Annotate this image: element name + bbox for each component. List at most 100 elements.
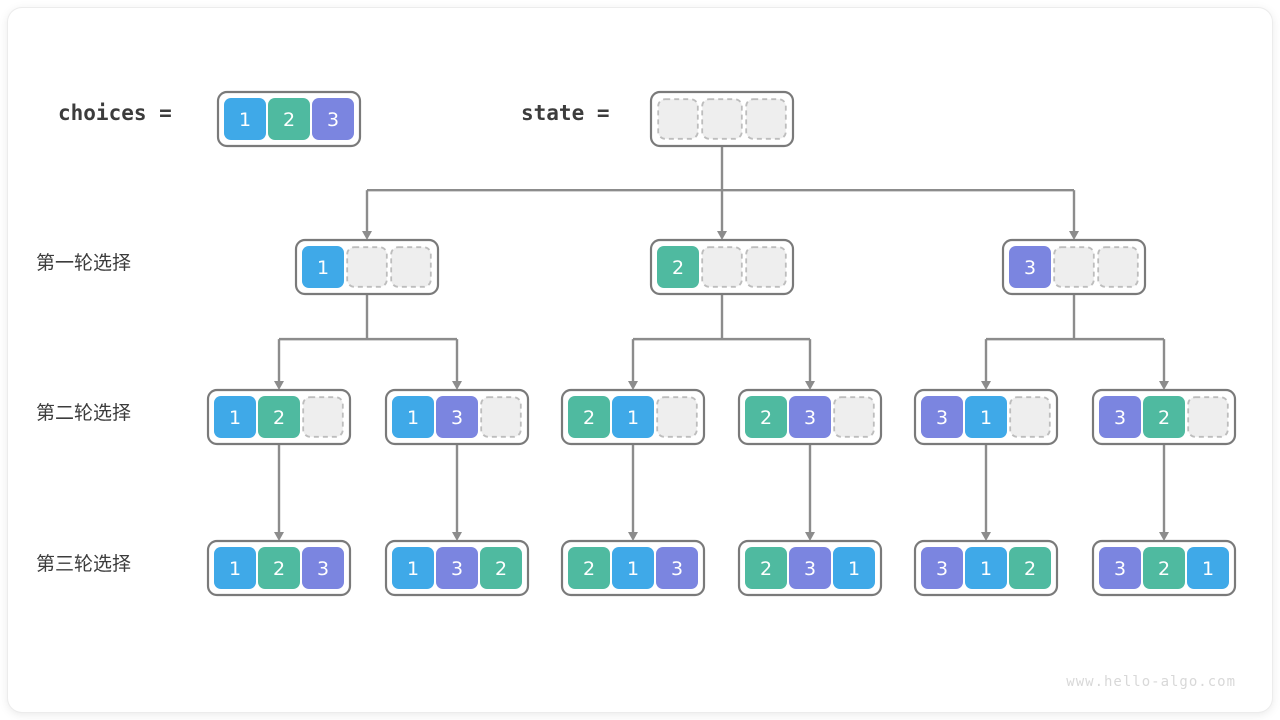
arrow-head xyxy=(452,381,462,390)
array-container xyxy=(384,388,530,446)
arrow-head xyxy=(274,532,284,541)
array-cell-value: 3 xyxy=(451,558,463,580)
array-cell-value: 3 xyxy=(1024,257,1036,279)
arrow-head xyxy=(805,532,815,541)
array-cell-value: 2 xyxy=(583,407,595,429)
array-cell-empty xyxy=(657,98,699,140)
array-cell-value: 1 xyxy=(980,558,992,580)
array-cell-filled xyxy=(258,396,300,438)
array-cell-value: 1 xyxy=(407,407,419,429)
edges-layer xyxy=(274,146,1169,541)
array-container xyxy=(737,388,883,446)
row-label-round-2: 第二轮选择 xyxy=(36,402,131,424)
array-cell-filled xyxy=(312,98,354,140)
array-cell-value: 2 xyxy=(672,257,684,279)
array-cell-value: 2 xyxy=(495,558,507,580)
array-cell-filled xyxy=(302,246,344,288)
array-cell-value: 2 xyxy=(1024,558,1036,580)
array-cell-value: 3 xyxy=(804,558,816,580)
array-cell-filled xyxy=(214,547,256,589)
array-cell-value: 2 xyxy=(760,407,772,429)
array-cell-filled xyxy=(921,547,963,589)
array-container xyxy=(384,539,530,597)
array-container xyxy=(913,388,1059,446)
array-cell-value: 2 xyxy=(273,407,285,429)
array-cell-filled xyxy=(568,396,610,438)
array-cell-value: 1 xyxy=(317,257,329,279)
array-cell-value: 2 xyxy=(273,558,285,580)
array-cell-value: 3 xyxy=(936,558,948,580)
array-container xyxy=(560,388,706,446)
array-cell-filled xyxy=(745,396,787,438)
array-container xyxy=(206,388,352,446)
array-container xyxy=(560,539,706,597)
array-cell-value: 2 xyxy=(1158,558,1170,580)
arrow-head xyxy=(981,532,991,541)
edge-n1-to-level2 xyxy=(274,294,462,390)
array-cell-filled xyxy=(214,396,256,438)
arrow-head xyxy=(717,231,727,240)
edge-n11-to-level3 xyxy=(274,444,284,541)
array-cell-value: 3 xyxy=(1114,558,1126,580)
row-label-round-1: 第一轮选择 xyxy=(36,252,131,274)
array-cell-filled xyxy=(568,547,610,589)
array-cell-value: 3 xyxy=(1114,407,1126,429)
array-cell-value: 3 xyxy=(936,407,948,429)
array-cell-value: 3 xyxy=(451,407,463,429)
array-cell-filled xyxy=(436,547,478,589)
array-cell-filled xyxy=(833,547,875,589)
array-cell-filled xyxy=(302,547,344,589)
row-label-round-3: 第三轮选择 xyxy=(36,553,131,575)
array-cell-filled xyxy=(1009,547,1051,589)
arrow-head xyxy=(1159,381,1169,390)
array-cell-value: 3 xyxy=(804,407,816,429)
array-cell-value: 1 xyxy=(229,558,241,580)
node-level3-n321: 3 2 1 xyxy=(1091,539,1237,597)
array-cell-value: 2 xyxy=(283,109,295,131)
arrow-head xyxy=(274,381,284,390)
array-cell-value: 2 xyxy=(1158,407,1170,429)
edge-n2-to-level2 xyxy=(628,294,815,390)
array-cell-value: 1 xyxy=(229,407,241,429)
array-cell-filled xyxy=(789,547,831,589)
array-cell-value: 1 xyxy=(1202,558,1214,580)
arrow-head xyxy=(628,381,638,390)
array-cell-value: 2 xyxy=(583,558,595,580)
array-cell-filled xyxy=(1099,547,1141,589)
arrow-head xyxy=(628,532,638,541)
arrow-head xyxy=(1159,532,1169,541)
array-cell-filled xyxy=(392,547,434,589)
array-cell-filled xyxy=(1187,547,1229,589)
array-cell-filled xyxy=(1009,246,1051,288)
edge-n22-to-level3 xyxy=(805,444,815,541)
array-cell-empty xyxy=(302,396,344,438)
edge-n3-to-level2 xyxy=(981,294,1169,390)
array-cell-empty xyxy=(1009,396,1051,438)
array-cell-value: 1 xyxy=(407,558,419,580)
array-container xyxy=(737,539,883,597)
array-cell-empty xyxy=(1053,246,1095,288)
array-cell-filled xyxy=(258,547,300,589)
edge-n32-to-level3 xyxy=(1159,444,1169,541)
node-level3-n311: 3 1 2 xyxy=(913,539,1059,597)
labels-layer: choices = state = 第一轮选择 第二轮选择 第三轮选择 www.… xyxy=(36,101,1235,690)
edge-n21-to-level3 xyxy=(628,444,638,541)
array-container xyxy=(1001,238,1147,296)
array-cell-filled xyxy=(789,396,831,438)
array-cell-value: 1 xyxy=(627,407,639,429)
array-cell-filled xyxy=(1099,396,1141,438)
arrow-head xyxy=(362,231,372,240)
array-cell-filled xyxy=(436,396,478,438)
array-cell-empty xyxy=(745,98,787,140)
node-level3-n121: 1 3 2 xyxy=(384,539,530,597)
array-cell-filled xyxy=(745,547,787,589)
array-cell-value: 1 xyxy=(627,558,639,580)
array-cell-empty xyxy=(833,396,875,438)
